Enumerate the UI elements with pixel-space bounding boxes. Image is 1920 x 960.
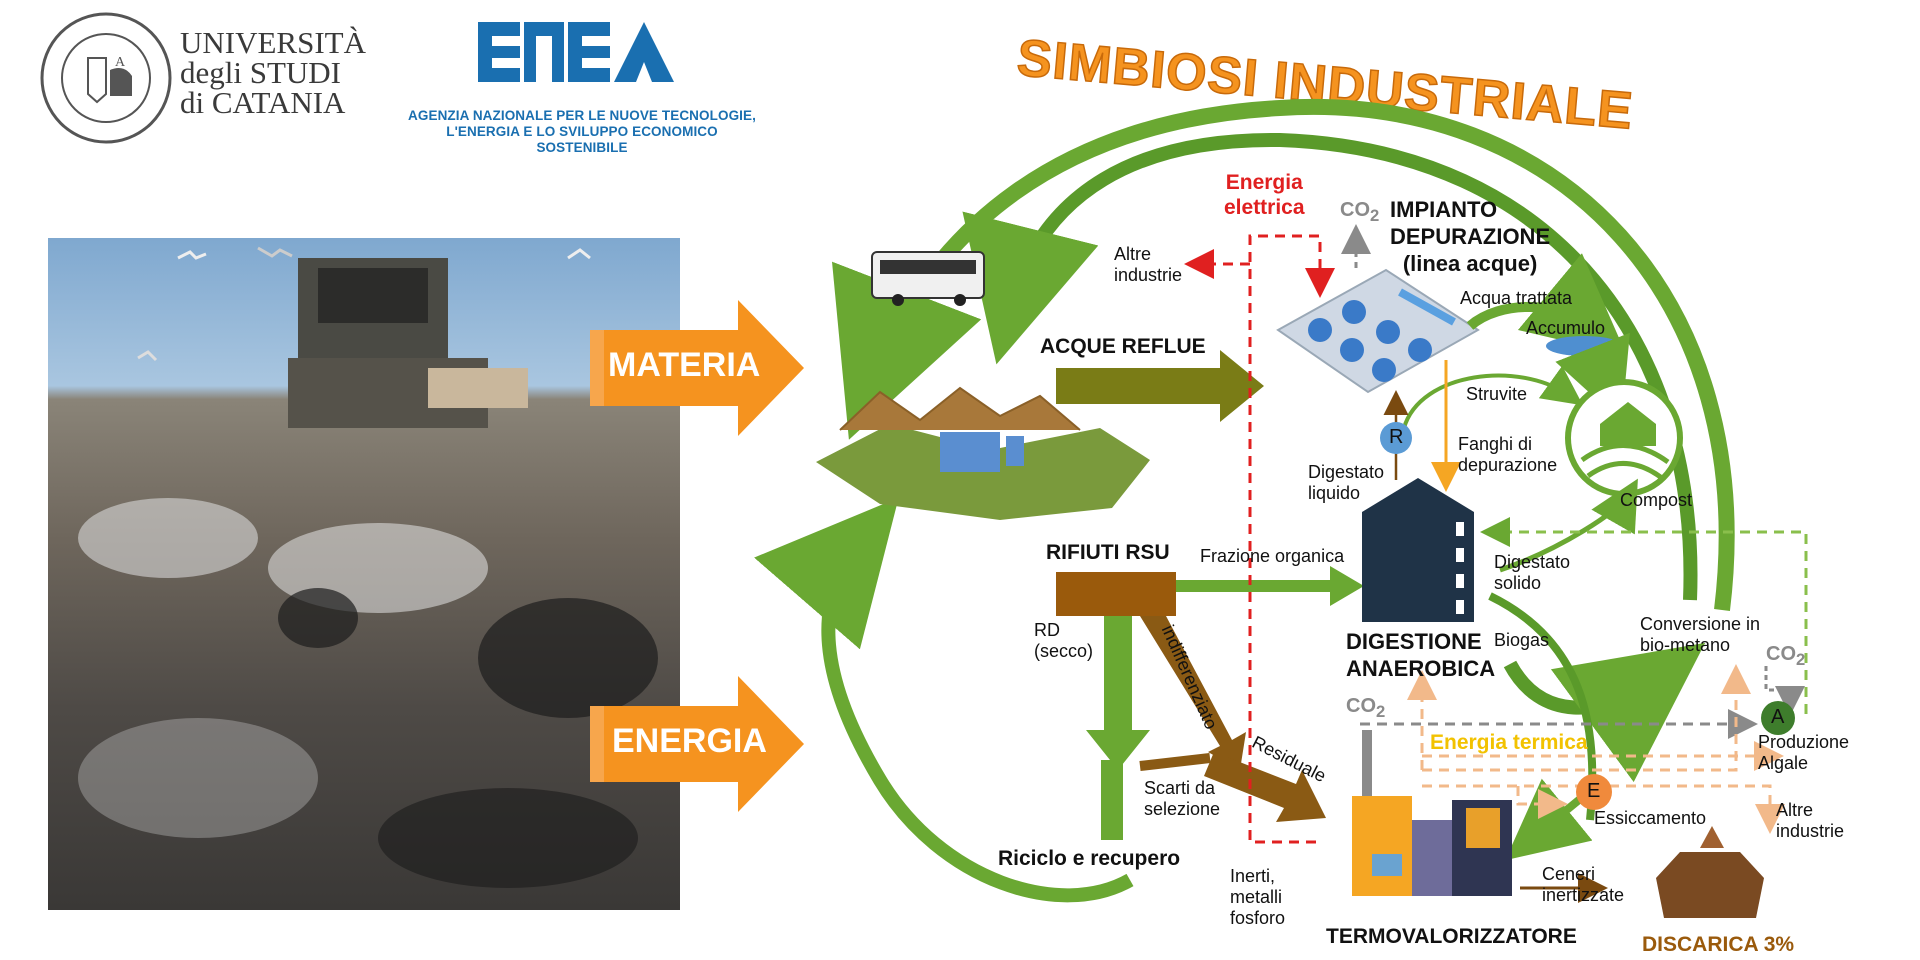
conversione-label: Conversione in bio-metano [1640, 614, 1761, 655]
energia-termica-line-5 [1516, 786, 1568, 819]
digestato-solido-label: Digestato solido [1494, 552, 1571, 593]
scarti-label: Scarti da selezione [1144, 778, 1221, 819]
struvite-arrow [1402, 365, 1583, 429]
accumulo-label: Accumulo [1526, 318, 1606, 338]
inerti-label: Inerti, metalli fosforo [1230, 866, 1286, 928]
acque-reflue-arrow [1056, 350, 1264, 422]
co2-label-top: CO2 [1340, 199, 1380, 226]
badge-r-letter: R [1389, 426, 1404, 448]
energia-elettrica-line [1248, 234, 1335, 844]
landfill-icon [1656, 826, 1764, 918]
produzione-algale-label: Produzione Algale [1758, 732, 1850, 773]
residuale-arrow [1204, 752, 1326, 822]
energia-label: ENERGIA [612, 722, 767, 760]
ceneri-label: Ceneri inertizzate [1542, 864, 1625, 905]
rd-secco-arrow [1086, 616, 1150, 770]
loop-arrow-left [754, 497, 1134, 903]
bus-icon [871, 251, 985, 306]
city-landscape-icon [816, 386, 1150, 520]
discarica-label: DISCARICA 3% [1642, 933, 1795, 956]
compost-label: Compost [1620, 490, 1693, 510]
enea-subtitle: AGENZIA NAZIONALE PER LE NUOVE TECNOLOGI… [408, 108, 756, 155]
badge-e [1576, 774, 1612, 810]
riciclo-label: Riciclo e recupero [998, 847, 1181, 870]
biogas-arrow [1503, 642, 1706, 783]
rifiuti-rsu-label: RIFIUTI RSU [1046, 541, 1170, 564]
badge-a-letter: A [1771, 706, 1785, 728]
altre-industrie-top-label: Altre industrie [1114, 244, 1183, 285]
materia-arrow [590, 300, 804, 436]
frazione-organica-arrow [1176, 566, 1364, 606]
compost-farm-icon [1565, 379, 1683, 497]
svg-text:A: A [115, 55, 126, 70]
rifiuti-block [1056, 572, 1176, 616]
co2-label-right: CO2 [1766, 643, 1806, 670]
badge-e-letter: E [1587, 780, 1601, 802]
rd-secco-label: RD (secco) [1034, 620, 1094, 661]
energia-termica-line-3 [1422, 784, 1785, 834]
frazione-organica-label: Frazione organica [1200, 546, 1345, 566]
depuration-plant [1276, 268, 1480, 394]
struvite-label: Struvite [1466, 384, 1528, 404]
impianto-label: IMPIANTO DEPURAZIONE (linea acque) [1390, 197, 1551, 276]
energia-arrow [590, 676, 804, 812]
incinerator-plant [1352, 730, 1512, 896]
termovalorizzatore-label: TERMOVALORIZZATORE [1326, 925, 1577, 948]
algal-return-line [1480, 517, 1808, 714]
acqua-trattata-arrow [1466, 253, 1627, 356]
co2-label-mid: CO2 [1346, 695, 1386, 722]
co2-conversione-line [1764, 666, 1805, 716]
energia-termica-label: Energia termica [1430, 731, 1588, 754]
enea-logo [478, 22, 678, 84]
university-seal: A [38, 10, 174, 146]
university-name: UNIVERSITÀ degli STUDI di CATANIA [180, 25, 366, 120]
energia-elettrica-label: Energia elettrica [1224, 171, 1305, 219]
accumulo-tank [1546, 336, 1622, 356]
badge-r [1380, 422, 1412, 454]
acque-reflue-label: ACQUE REFLUE [1040, 335, 1206, 358]
scarti-arrow [1139, 753, 1211, 771]
altre-industrie-bottom-label: Altre industrie [1776, 800, 1845, 841]
digestato-liquido-label: Digestato liquido [1308, 462, 1385, 503]
landfill-photo [48, 238, 680, 910]
digester-tank [1362, 478, 1474, 622]
biogas-label: Biogas [1494, 630, 1550, 650]
indifferenziato-arrow [1140, 616, 1246, 770]
digestione-label: DIGESTIONE ANAEROBICA [1346, 629, 1496, 681]
energia-termica-line-2 [1422, 664, 1751, 772]
materia-label: MATERIA [608, 346, 761, 384]
fanghi-label: Fanghi di depurazione [1458, 434, 1558, 475]
essiccamento-label: Essiccamento [1594, 808, 1707, 828]
digestato-solido-arrow [1499, 478, 1638, 573]
acqua-trattata-label: Acqua trattata [1460, 288, 1573, 308]
badge-a [1761, 701, 1795, 735]
